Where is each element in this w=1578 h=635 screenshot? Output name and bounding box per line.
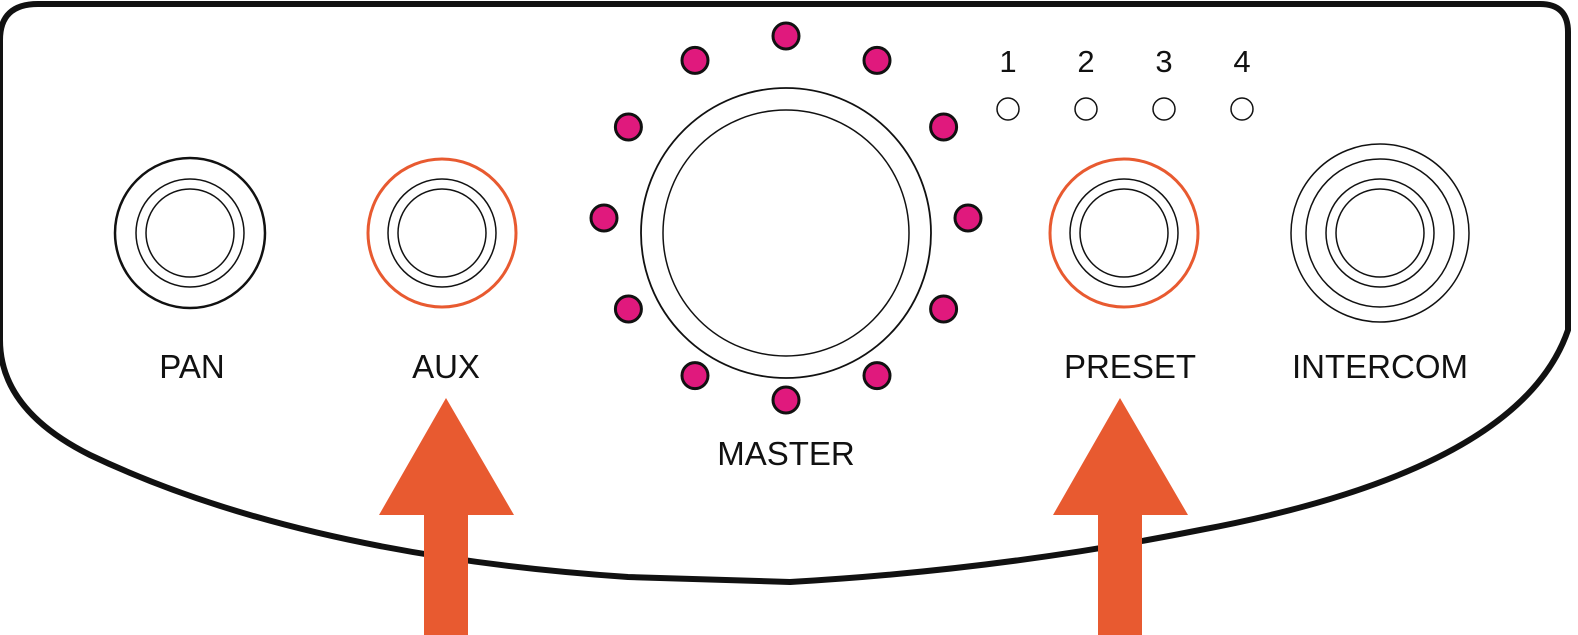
master-led-8 — [680, 361, 710, 391]
master-led-7 — [771, 385, 801, 415]
preset-number-2: 2 — [1077, 44, 1094, 79]
master-led-4 — [953, 203, 983, 233]
master-led-10 — [589, 203, 619, 233]
master-led-6 — [862, 361, 892, 391]
aux-label: AUX — [412, 348, 480, 385]
preset-indicator-led-4 — [1230, 97, 1254, 121]
arrow-up-icon — [379, 398, 514, 635]
aux-button[interactable] — [366, 157, 518, 309]
master-led-11 — [613, 112, 643, 142]
master-led-1 — [771, 21, 801, 51]
preset-number-4: 4 — [1233, 44, 1250, 79]
intercom-button[interactable] — [1290, 143, 1470, 323]
master-led-9 — [613, 294, 643, 324]
pan-label: PAN — [159, 348, 224, 385]
master-led-5 — [929, 294, 959, 324]
master-led-2 — [862, 45, 892, 75]
master-led-3 — [929, 112, 959, 142]
preset-label: PRESET — [1064, 348, 1196, 385]
master-label: MASTER — [717, 435, 855, 472]
preset-indicator-led-3 — [1152, 97, 1176, 121]
preset-number-1: 1 — [999, 44, 1016, 79]
preset-button[interactable] — [1048, 157, 1200, 309]
preset-indicator-led-1 — [996, 97, 1020, 121]
master-led-12 — [680, 45, 710, 75]
arrow-up-icon — [1053, 398, 1188, 635]
intercom-label: INTERCOM — [1292, 348, 1468, 385]
pan-button[interactable] — [113, 156, 267, 310]
preset-indicator-led-2 — [1074, 97, 1098, 121]
master-led-ring — [589, 21, 983, 415]
master-knob[interactable] — [640, 87, 932, 379]
preset-number-3: 3 — [1155, 44, 1172, 79]
